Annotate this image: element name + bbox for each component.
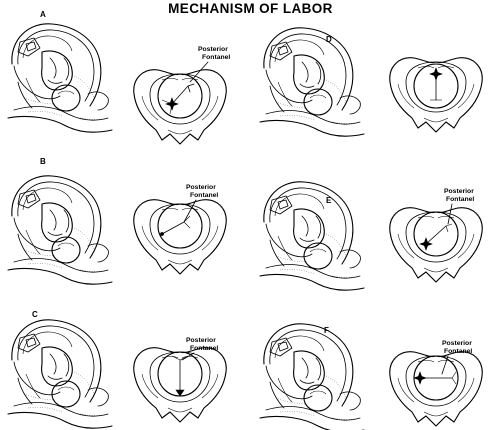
panel-letter-a: A <box>40 10 46 19</box>
pelvic-view-d <box>389 57 483 133</box>
posterior-fontanel-b <box>183 215 191 229</box>
label-pointer-c <box>181 352 195 361</box>
figure-title: MECHANISM OF LABOR <box>168 1 333 16</box>
panel-letter-b: B <box>40 157 46 166</box>
fontanel-label-c-line2: Fontanel <box>190 345 218 352</box>
pelvic-view-b <box>133 199 227 275</box>
fetal-head-c <box>157 351 203 397</box>
sagittal-view-d <box>259 27 365 137</box>
fontanel-label-e-line1: Posterior <box>444 188 474 195</box>
sagittal-view-e <box>259 181 365 291</box>
fontanel-label-e-line2: Fontanel <box>446 196 474 203</box>
fetal-head-d <box>413 63 459 109</box>
pelvic-view-c <box>133 347 227 423</box>
label-pointer-f <box>441 355 449 375</box>
fontanel-label-f-line1: Posterior <box>442 340 472 347</box>
fetal-head-a <box>157 73 203 119</box>
label-pointer-e <box>447 203 453 225</box>
label-pointer-a <box>189 61 209 83</box>
fontanel-label-a-line2: Fontanel <box>202 54 230 61</box>
fetal-head-b <box>157 203 203 249</box>
panel-letter-e: E <box>326 196 332 205</box>
panel-f: F Posterior Fontanel <box>259 323 483 430</box>
pelvic-view-f <box>389 351 483 427</box>
fontanel-label-f-line2: Fontanel <box>444 348 472 355</box>
sagittal-view-f <box>259 323 365 430</box>
panel-letter-c: C <box>32 310 38 319</box>
pelvic-view-e <box>389 207 483 283</box>
panel-d: D <box>259 27 483 137</box>
fontanel-label-b-line1: Posterior <box>186 184 216 191</box>
posterior-fontanel-c <box>171 355 189 361</box>
panel-c: C Posterior Fontanel <box>7 310 227 429</box>
sagittal-view-c <box>7 319 113 429</box>
posterior-fontanel-a <box>187 83 195 93</box>
panel-letter-d: D <box>326 35 332 44</box>
fontanel-label-b-line2: Fontanel <box>190 192 218 199</box>
pelvic-view-a <box>133 69 227 145</box>
fontanel-label-c-line1: Posterior <box>186 337 216 344</box>
panel-b: B Posterior Fontanel <box>7 157 227 285</box>
panel-a: A Posterior Fontanel <box>7 10 230 145</box>
panel-e: E Posterior Fontanel <box>259 181 483 291</box>
posterior-fontanel-e <box>445 223 453 233</box>
sagittal-view-a <box>7 23 113 133</box>
anterior-fontanel-d <box>429 67 443 81</box>
fetal-head-f <box>413 355 459 401</box>
sagittal-view-b <box>7 175 113 285</box>
anterior-fontanel-b <box>160 232 164 236</box>
fetal-head-e <box>413 211 459 257</box>
fontanel-label-a-line1: Posterior <box>198 46 228 53</box>
label-pointer-b <box>183 199 197 223</box>
posterior-fontanel-f <box>451 371 457 385</box>
anterior-fontanel-f <box>413 371 427 385</box>
anterior-fontanel-c <box>175 389 185 397</box>
